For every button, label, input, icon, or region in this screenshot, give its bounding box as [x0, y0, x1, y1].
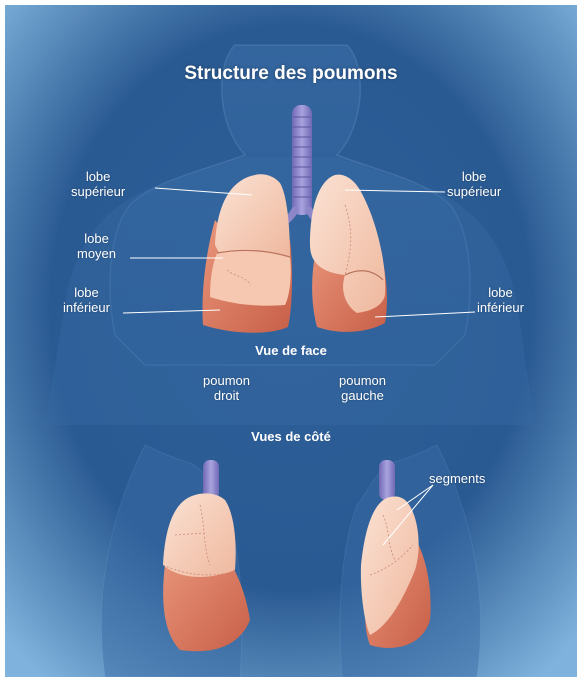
label-left-lower-lobe: lobe inférieur [477, 285, 524, 315]
label-left-upper-lobe: lobe supérieur [447, 169, 501, 199]
diagram-title: Structure des poumons [5, 63, 577, 85]
label-right-lung: poumon droit [203, 373, 250, 403]
side-trachea-right [379, 460, 395, 500]
side-views-heading: Vues de côté [5, 429, 577, 444]
illustration-frame: Structure des poumons lobe supérieur lob… [5, 5, 577, 677]
label-right-middle-lobe: lobe moyen [77, 231, 116, 261]
label-right-lower-lobe: lobe inférieur [63, 285, 110, 315]
label-left-lung: poumon gauche [339, 373, 386, 403]
label-segments: segments [429, 471, 485, 486]
label-right-upper-lobe: lobe supérieur [71, 169, 125, 199]
front-view-heading: Vue de face [5, 343, 577, 358]
lung-illustration [5, 5, 577, 677]
trachea-front [292, 105, 312, 215]
